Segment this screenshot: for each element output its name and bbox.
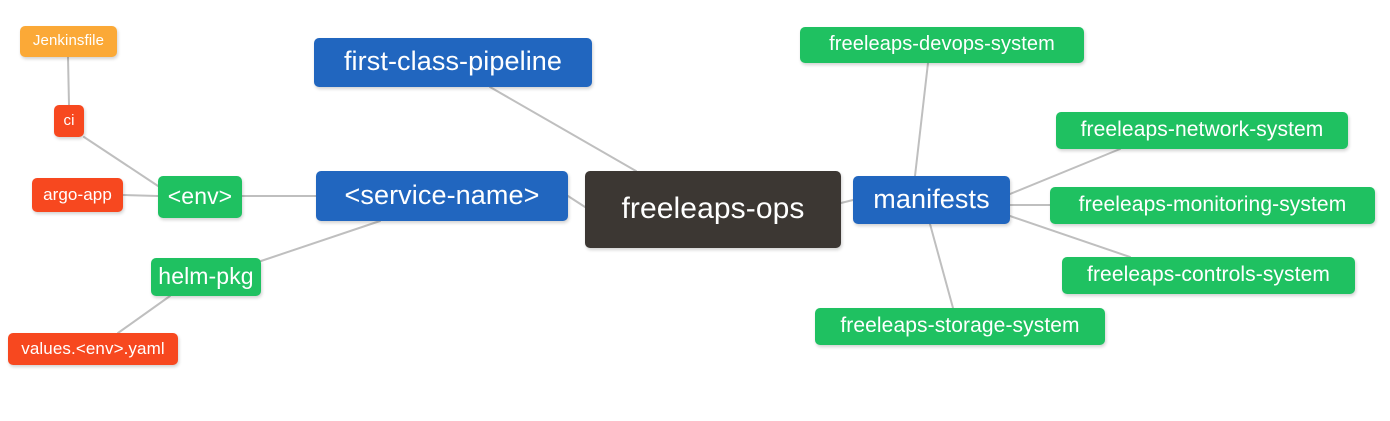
node-label-values-yaml: values.<env>.yaml	[21, 338, 165, 358]
node-env[interactable]: <env>	[158, 176, 242, 218]
node-devops-system[interactable]: freeleaps-devops-system	[800, 27, 1084, 63]
node-first-class-pipeline[interactable]: first-class-pipeline	[314, 38, 592, 87]
edge-root-to-manifests	[840, 199, 854, 204]
node-values-yaml[interactable]: values.<env>.yaml	[8, 333, 178, 365]
node-root[interactable]: freeleaps-ops	[585, 171, 841, 248]
node-manifests[interactable]: manifests	[853, 176, 1010, 224]
node-label-first-class-pipeline: first-class-pipeline	[343, 46, 563, 76]
edge-ci-to-jenkinsfile	[67, 56, 70, 106]
node-label-storage-system: freeleaps-storage-system	[840, 314, 1080, 337]
node-label-ci: ci	[63, 111, 75, 129]
node-label-controls-system: freeleaps-controls-system	[1087, 263, 1330, 286]
node-controls-system[interactable]: freeleaps-controls-system	[1062, 257, 1355, 294]
node-label-env: <env>	[167, 182, 233, 209]
edge-root-to-service-name	[567, 195, 586, 208]
edge-root-to-first-class-pipeline	[489, 86, 637, 172]
node-ci[interactable]: ci	[54, 105, 84, 137]
edge-manifests-to-devops-system	[914, 62, 929, 177]
edge-manifests-to-storage-system	[929, 223, 954, 309]
node-label-root: freeleaps-ops	[621, 191, 805, 225]
node-monitoring-system[interactable]: freeleaps-monitoring-system	[1050, 187, 1375, 224]
edge-helm-pkg-to-values-yaml	[117, 295, 171, 334]
node-label-monitoring-system: freeleaps-monitoring-system	[1078, 193, 1347, 216]
node-label-argo-app: argo-app	[43, 184, 112, 204]
node-argo-app[interactable]: argo-app	[32, 178, 123, 212]
node-storage-system[interactable]: freeleaps-storage-system	[815, 308, 1105, 345]
node-label-devops-system: freeleaps-devops-system	[829, 33, 1055, 55]
edge-env-to-argo-app	[122, 194, 159, 197]
node-label-helm-pkg: helm-pkg	[158, 262, 254, 289]
node-label-service-name: <service-name>	[344, 179, 540, 210]
node-jenkinsfile[interactable]: Jenkinsfile	[20, 26, 117, 57]
edge-service-name-to-helm-pkg	[260, 220, 381, 262]
node-label-manifests: manifests	[873, 183, 990, 214]
node-label-network-system: freeleaps-network-system	[1080, 118, 1324, 141]
node-service-name[interactable]: <service-name>	[316, 171, 568, 221]
node-helm-pkg[interactable]: helm-pkg	[151, 258, 261, 296]
node-network-system[interactable]: freeleaps-network-system	[1056, 112, 1348, 149]
node-label-jenkinsfile: Jenkinsfile	[32, 32, 105, 49]
